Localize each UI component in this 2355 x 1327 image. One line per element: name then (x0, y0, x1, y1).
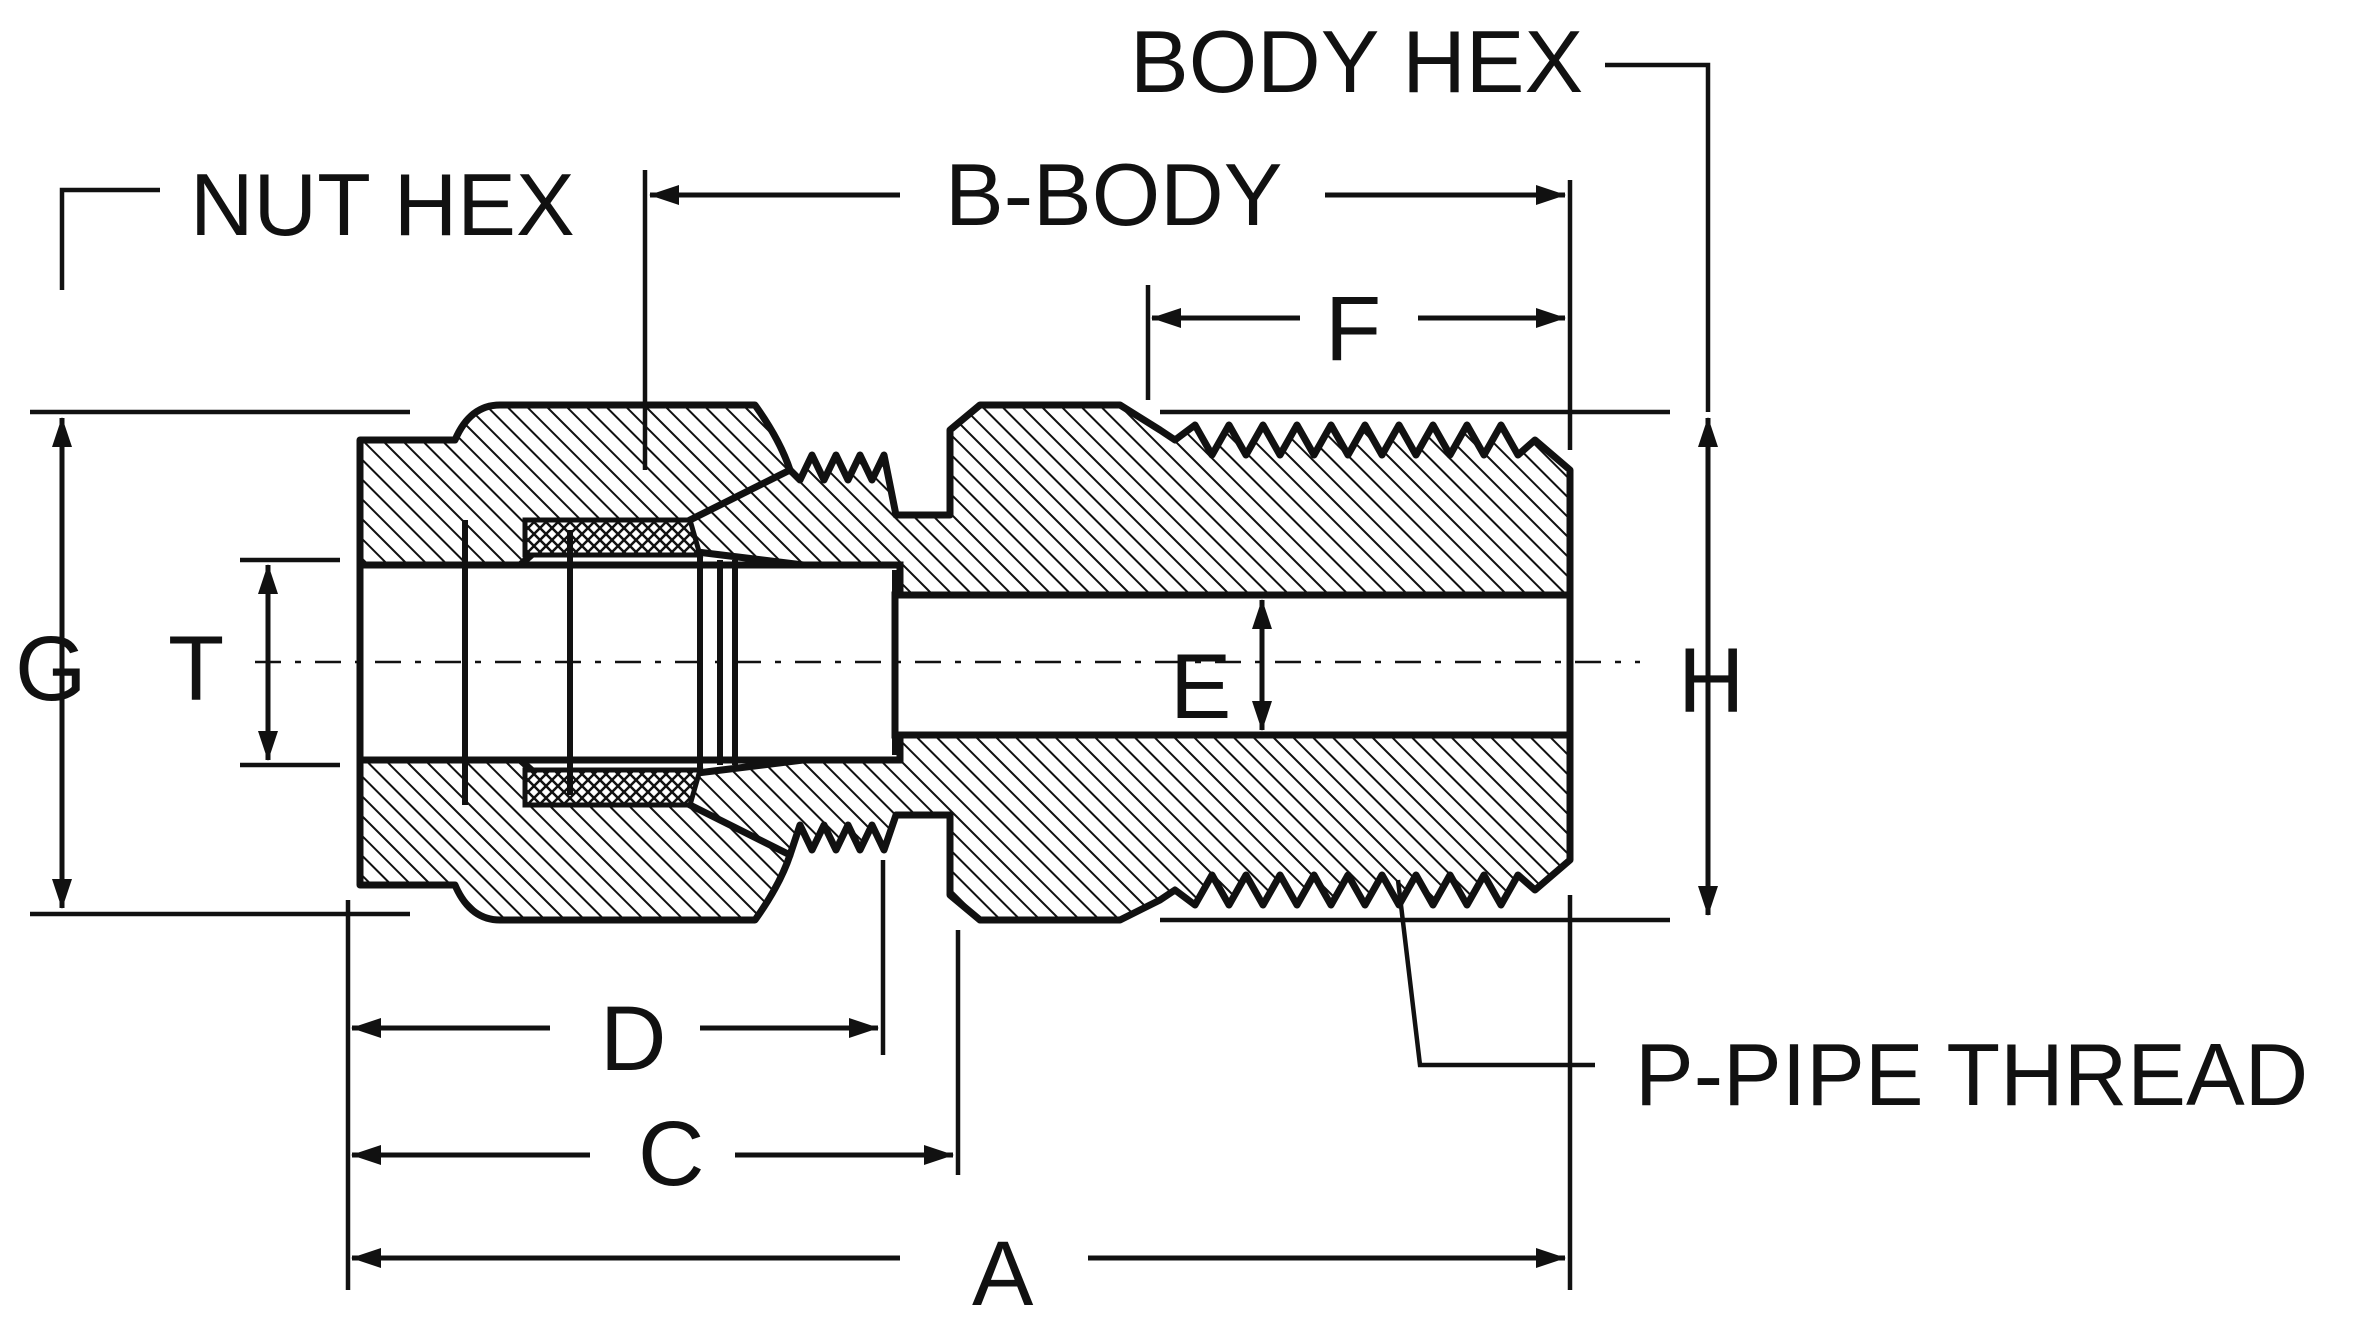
body-bore (891, 591, 1574, 739)
label-c: C (638, 1103, 704, 1205)
label-e: E (1170, 636, 1231, 738)
label-f: F (1325, 278, 1381, 380)
label-g: G (15, 618, 87, 720)
label-a: A (972, 1223, 1034, 1325)
extension-lines (30, 62, 1711, 1290)
label-h: H (1678, 630, 1744, 732)
label-t: T (168, 618, 224, 720)
label-d: D (600, 988, 666, 1090)
label-nut-hex: NUT HEX (190, 155, 575, 254)
label-body-hex: BODY HEX (1130, 12, 1583, 111)
body-section (636, 401, 1574, 924)
label-b-body: B-BODY (945, 145, 1282, 244)
labels: BODY HEX NUT HEX B-BODY F G T E H D C A … (15, 12, 2308, 1325)
label-p-pipe-thread: P-PIPE THREAD (1635, 1025, 2308, 1124)
dimension-lines (52, 185, 1718, 1268)
fitting-section (255, 401, 1640, 924)
